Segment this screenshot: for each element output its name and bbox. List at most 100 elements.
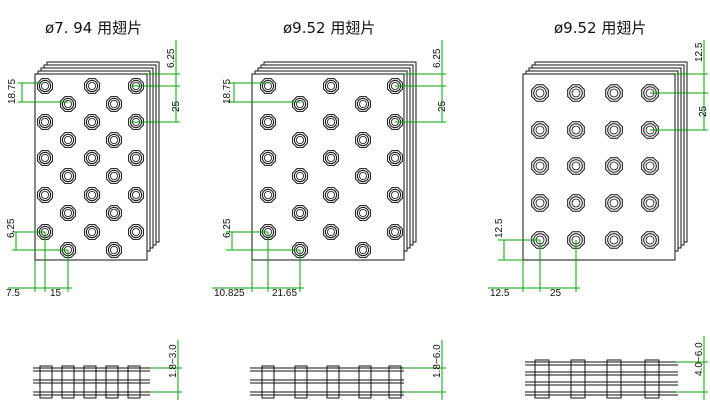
- fin-hole: [292, 168, 308, 184]
- fin-plate: [525, 371, 678, 376]
- panel-3-edge-x-label: 12.5: [490, 288, 510, 299]
- fin-hole: [260, 187, 276, 203]
- tube-collar: [39, 365, 53, 399]
- fin-plate: [33, 379, 150, 384]
- panel-1-bottom-offset-label: 6.25: [6, 218, 17, 238]
- fin-plate: [250, 391, 404, 396]
- panel-2-holes: [260, 78, 403, 258]
- fin-hole: [292, 96, 308, 112]
- fin-hole: [567, 194, 585, 212]
- panel-1-top-offset-label: 6.25: [166, 48, 177, 68]
- panel-1-side-view: [33, 365, 150, 399]
- fin-hole: [84, 150, 100, 166]
- fin-hole: [106, 168, 122, 184]
- tube-collar: [534, 359, 550, 399]
- fin-hole: [641, 194, 659, 212]
- panel-3-bottom-offset-label: 12.5: [494, 218, 505, 238]
- fin-hole: [292, 205, 308, 221]
- fin-hole: [387, 150, 403, 166]
- panel-3-row-pitch-label: 25: [698, 105, 709, 117]
- panel-1-dimension-lines: [8, 40, 180, 292]
- panel-3-holes: [531, 84, 659, 249]
- tube-collar: [644, 359, 660, 399]
- panel-1-side-dim-label: 1.8~3.0: [168, 344, 179, 378]
- fin-hole: [84, 78, 100, 94]
- fin-hole: [323, 187, 339, 203]
- fin-hole: [37, 187, 53, 203]
- fin-hole: [605, 84, 623, 102]
- fin-hole: [84, 187, 100, 203]
- tube-collar: [570, 359, 586, 399]
- fin-hole: [605, 231, 623, 249]
- fin-hole: [106, 242, 122, 258]
- fin-plate: [250, 379, 404, 384]
- fin-hole: [37, 150, 53, 166]
- panel-2-col-pitch-label: 21.65: [272, 288, 297, 299]
- fin-hole: [567, 157, 585, 175]
- fin-hole: [84, 114, 100, 130]
- tube-collar: [606, 359, 622, 399]
- side-dimension-lines: [150, 336, 708, 400]
- fin-hole: [106, 96, 122, 112]
- fin-hole: [106, 132, 122, 148]
- fin-hole: [605, 121, 623, 139]
- fin-hole: [605, 157, 623, 175]
- panel-3-col-pitch-label: 25: [550, 288, 562, 299]
- tube-collar: [326, 365, 340, 399]
- fin-hole: [567, 121, 585, 139]
- panel-2-side-view: [250, 365, 404, 399]
- tube-collar: [105, 365, 119, 399]
- panel-3-top-offset-label: 12.5: [694, 42, 705, 62]
- fin-hole: [605, 194, 623, 212]
- fin-hole: [260, 114, 276, 130]
- fin-hole: [387, 187, 403, 203]
- tube-collar: [294, 365, 308, 399]
- tube-collar: [83, 365, 97, 399]
- panel-1-row-pitch-label: 25: [171, 100, 182, 112]
- fin-hole: [355, 242, 371, 258]
- tube-collar: [61, 365, 75, 399]
- panel-2-side-dim-label: 1.8~6.0: [432, 344, 443, 378]
- tube-collar: [261, 365, 275, 399]
- fin-hole: [128, 187, 144, 203]
- panel-1-edge-x-label: 7.5: [6, 288, 20, 299]
- fin-hole: [37, 78, 53, 94]
- panel-2-title: ø9.52 用翅片: [283, 19, 376, 37]
- tube-collar: [127, 365, 141, 399]
- fin-hole: [60, 132, 76, 148]
- fin-plate: [33, 391, 150, 396]
- fin-hole: [531, 157, 549, 175]
- panel-2-dimension-lines: [212, 40, 446, 292]
- fin-hole: [260, 78, 276, 94]
- panel-1-holes: [37, 78, 144, 258]
- panel-1-col-pitch-label: 15: [50, 288, 62, 299]
- fin-hole: [567, 84, 585, 102]
- fin-hole: [60, 96, 76, 112]
- fin-hole: [60, 205, 76, 221]
- fin-hole: [323, 150, 339, 166]
- panel-1-left-offset-label: 18.75: [7, 79, 18, 104]
- fin-hole: [531, 194, 549, 212]
- fin-hole: [323, 78, 339, 94]
- fin-plate: [525, 361, 678, 366]
- panel-3-side-dim-label: 4.0~6.0: [694, 342, 705, 376]
- fin-plate: [525, 381, 678, 386]
- fin-hole: [355, 96, 371, 112]
- fin-hole: [84, 224, 100, 240]
- fin-hole: [260, 150, 276, 166]
- panel-3-side-view: [525, 359, 678, 399]
- fin-hole: [37, 114, 53, 130]
- panel-2-left-offset-label: 18.75: [222, 79, 233, 104]
- fin-hole: [128, 150, 144, 166]
- fin-hole: [531, 84, 549, 102]
- fin-hole: [355, 132, 371, 148]
- panel-2-top-offset-label: 6.25: [432, 48, 443, 68]
- fin-hole: [323, 114, 339, 130]
- panel-2-edge-x-label: 10.825: [214, 288, 245, 299]
- fin-hole: [128, 224, 144, 240]
- fin-hole: [60, 168, 76, 184]
- panel-2-bottom-offset-label: 6.25: [222, 218, 233, 238]
- fin-plate: [525, 391, 678, 396]
- fin-hole: [641, 157, 659, 175]
